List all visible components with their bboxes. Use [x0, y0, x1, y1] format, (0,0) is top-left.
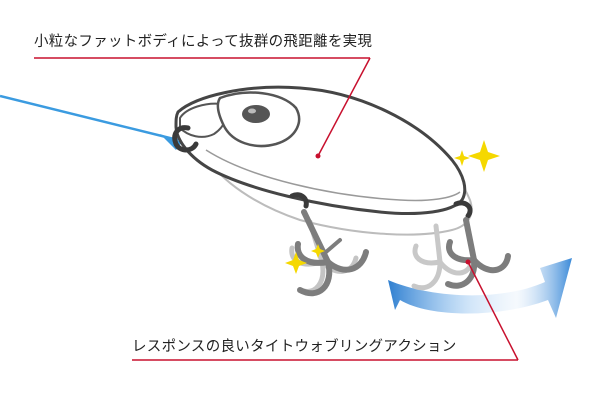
front-hook [289, 192, 369, 297]
rear-hook [445, 200, 511, 289]
wobble-arrow-icon [388, 258, 572, 318]
line-tie-eyelet [172, 125, 199, 153]
ghost-hook-rear [411, 223, 475, 291]
bottom-callout-leader [132, 261, 519, 361]
sparkle-icon [285, 140, 500, 274]
bottom-callout-label: レスポンスの良いタイトウォブリングアクション [132, 339, 457, 355]
fishing-line [0, 94, 179, 142]
top-callout-dot [315, 153, 321, 159]
top-callout-leader [34, 57, 371, 157]
bottom-callout-dot [465, 259, 471, 265]
top-callout-label: 小粒なファットボディによって抜群の飛距離を実現 [34, 34, 373, 50]
